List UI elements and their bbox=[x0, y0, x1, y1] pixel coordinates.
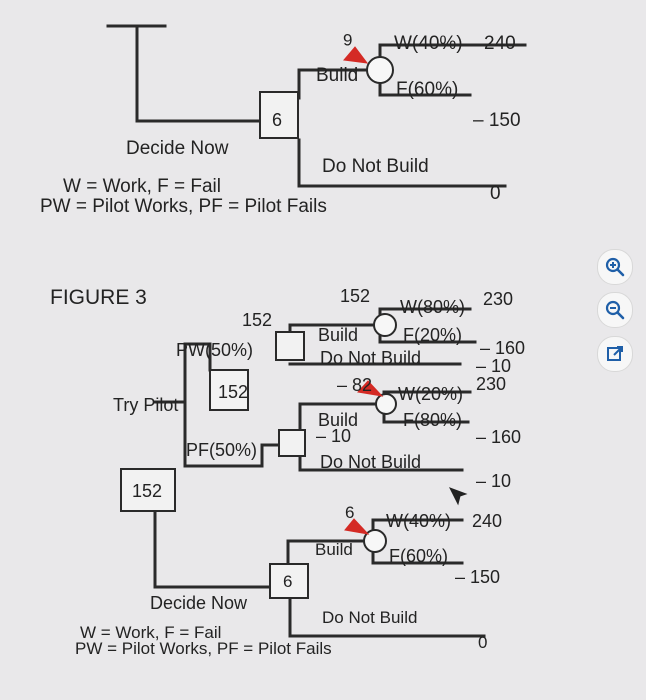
fig3-legend-2: PW = Pilot Works, PF = Pilot Fails bbox=[75, 639, 332, 658]
fig3-do-not-build-3: Do Not Build bbox=[322, 608, 418, 627]
figure-title: FIGURE 3 bbox=[50, 286, 147, 309]
fig3-red-arrow-2 bbox=[344, 518, 370, 535]
fig3-w80-label: W(80%) bbox=[400, 297, 466, 317]
fig3-value-neg160-a: – 160 bbox=[480, 338, 526, 358]
fig3-chance-node-1 bbox=[373, 313, 397, 337]
top-tree-lines bbox=[106, 24, 527, 188]
fig3-red-arrow-1 bbox=[357, 380, 384, 397]
fig3-decision-box-pilot bbox=[209, 369, 249, 411]
fig3-value-neg10-a: – 10 bbox=[476, 356, 512, 376]
zoom-out-button[interactable] bbox=[597, 292, 633, 328]
fig3-value-152-top: 152 bbox=[340, 286, 371, 306]
cursor-arrow bbox=[448, 487, 468, 506]
fig3-legend-1: W = Work, F = Fail bbox=[80, 623, 222, 642]
fig3-value-152-root: 152 bbox=[132, 481, 163, 501]
fig3-build-1: Build bbox=[318, 325, 359, 345]
fig3-f20-label: F(20%) bbox=[403, 325, 463, 345]
top-value-240: 240 bbox=[484, 33, 516, 54]
fig3-do-not-build-2: Do Not Build bbox=[320, 452, 422, 472]
top-decision-box bbox=[259, 91, 299, 139]
fig3-f80-label: F(80%) bbox=[403, 410, 463, 430]
top-value-0: 0 bbox=[490, 183, 501, 204]
fig3-value-152-box: 152 bbox=[218, 382, 249, 402]
open-external-button[interactable] bbox=[597, 336, 633, 372]
fig3-value-neg160-b: – 160 bbox=[476, 427, 522, 447]
fig3-decide-now: Decide Now bbox=[150, 593, 248, 613]
top-legend-1: W = Work, F = Fail bbox=[63, 176, 222, 197]
fig3-f60-label: F(60%) bbox=[389, 546, 449, 566]
fig3-chance-node-2 bbox=[375, 393, 397, 415]
fig3-decision-value: 6 bbox=[283, 572, 293, 591]
top-red-arrow bbox=[343, 46, 369, 64]
fig3-value-neg82: – 82 bbox=[337, 375, 373, 395]
fig3-decision-box-root bbox=[120, 468, 176, 512]
top-w-label: W(40%) bbox=[394, 33, 463, 54]
fig3-do-not-build-1: Do Not Build bbox=[320, 348, 422, 368]
fig3-decision-box-pw bbox=[275, 331, 305, 361]
top-chance-node bbox=[366, 56, 394, 84]
fig3-pw-label: PW(50%) bbox=[176, 340, 254, 360]
top-legend-2: PW = Pilot Works, PF = Pilot Fails bbox=[40, 196, 327, 217]
fig3-value-152-pw: 152 bbox=[242, 310, 273, 330]
zoom-in-button[interactable] bbox=[597, 249, 633, 285]
zoom-in-icon bbox=[605, 257, 625, 277]
fig3-value-230-b: 230 bbox=[476, 374, 507, 394]
fig3-value-neg10-b: – 10 bbox=[476, 471, 512, 491]
fig3-value-neg150: – 150 bbox=[455, 567, 501, 587]
top-chance-mark: 6 bbox=[343, 30, 353, 49]
fig3-tree-lines bbox=[153, 307, 486, 638]
fig3-pf-label: PF(50%) bbox=[186, 440, 258, 460]
fig3-value-240: 240 bbox=[472, 511, 503, 531]
fig3-mark-6: 6 bbox=[345, 503, 355, 522]
fig3-build-2: Build bbox=[318, 410, 359, 430]
open-external-icon bbox=[607, 346, 623, 361]
top-decide-now: Decide Now bbox=[126, 138, 229, 159]
fig3-decision-box-pf bbox=[278, 429, 306, 457]
fig3-w40-label: W(40%) bbox=[386, 511, 452, 531]
fig3-w20-label: W(20%) bbox=[398, 384, 464, 404]
top-do-not-build: Do Not Build bbox=[322, 156, 429, 177]
top-decision-value: 6 bbox=[272, 110, 283, 130]
top-value-neg150: – 150 bbox=[473, 110, 521, 131]
top-f-label: F(60%) bbox=[396, 79, 459, 100]
fig3-value-0: 0 bbox=[478, 633, 488, 652]
zoom-out-icon bbox=[605, 300, 625, 320]
fig3-chance-node-3 bbox=[363, 529, 387, 553]
fig3-decision-box-now bbox=[269, 563, 309, 599]
fig3-value-neg10-build: – 10 bbox=[316, 426, 352, 446]
top-build-label: Build bbox=[316, 65, 359, 86]
fig3-value-230-a: 230 bbox=[483, 289, 514, 309]
fig3-try-pilot: Try Pilot bbox=[113, 395, 179, 415]
fig3-build-3: Build bbox=[315, 540, 353, 559]
